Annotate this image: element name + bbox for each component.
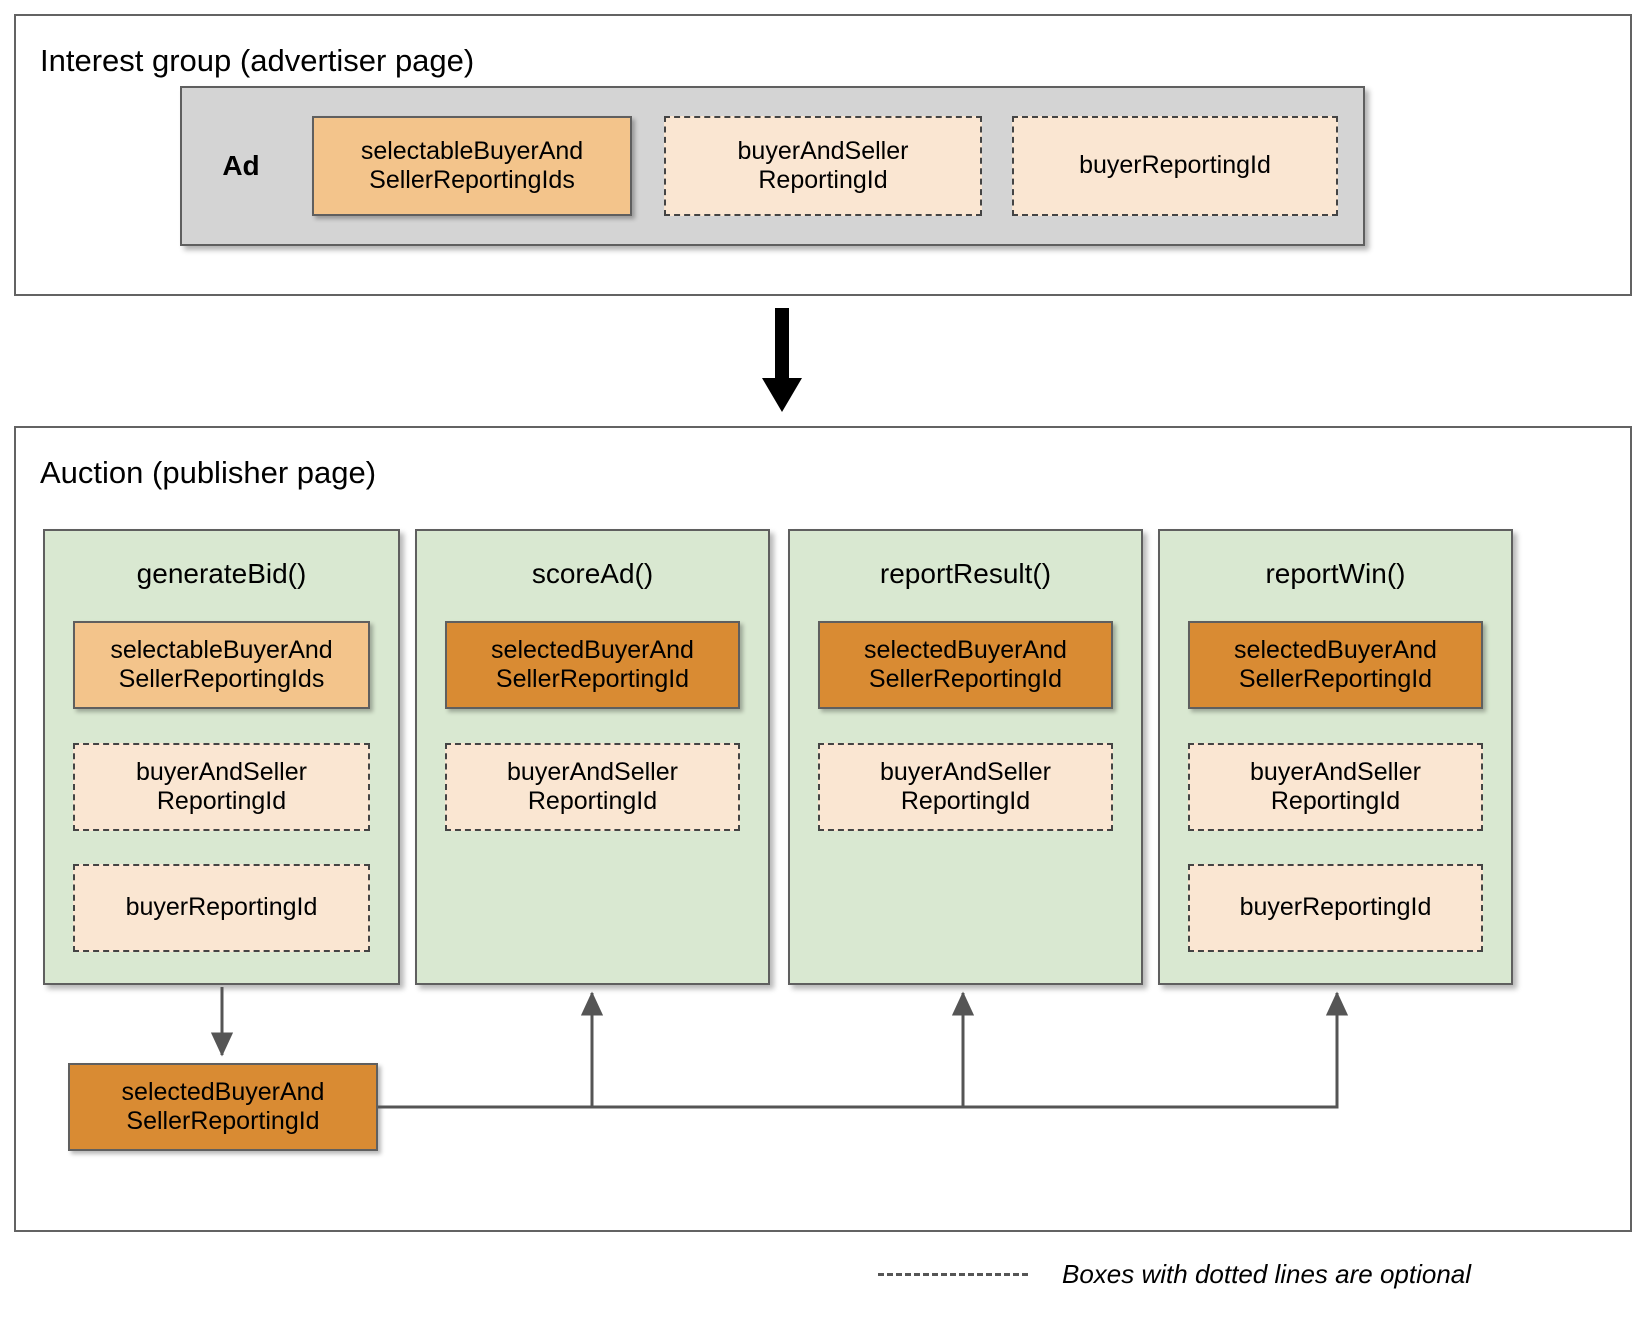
column-title-report-win: reportWin() xyxy=(1265,558,1406,589)
column-title-generate-bid: generateBid() xyxy=(136,558,307,589)
chip-buyer-and-seller-reporting-id: buyerAndSeller ReportingId xyxy=(445,743,740,831)
chip-selectable-buyer-and-seller-reporting-ids: selectableBuyerAnd SellerReportingIds xyxy=(73,621,370,709)
legend: Boxes with dotted lines are optional xyxy=(878,1252,1618,1296)
interest-group-title: Interest group (advertiser page) xyxy=(40,43,475,78)
ad-container: Ad selectableBuyerAnd SellerReportingIds… xyxy=(180,86,1365,246)
auction-column-report-win: reportWin() selectedBuyerAnd SellerRepor… xyxy=(1158,529,1513,985)
chip-buyer-and-seller-reporting-id: buyerAndSeller ReportingId xyxy=(818,743,1113,831)
column-title-score-ad: scoreAd() xyxy=(531,558,654,589)
ad-label: Ad xyxy=(222,150,260,181)
chip-selected-buyer-and-seller-reporting-id: selectedBuyerAnd SellerReportingId xyxy=(445,621,740,709)
ad-chip-buyer-and-seller-reporting-id: buyerAndSeller ReportingId xyxy=(664,116,982,216)
ad-chip-buyer-reporting-id: buyerReportingId xyxy=(1012,116,1338,216)
chip-buyer-reporting-id: buyerReportingId xyxy=(73,864,370,952)
selected-buyer-and-seller-reporting-id-node: selectedBuyerAnd SellerReportingId xyxy=(68,1063,378,1151)
chip-selected-buyer-and-seller-reporting-id: selectedBuyerAnd SellerReportingId xyxy=(818,621,1113,709)
flow-down-arrow-icon xyxy=(762,308,802,412)
chip-buyer-reporting-id: buyerReportingId xyxy=(1188,864,1483,952)
ad-chip-selectable-buyer-and-seller-reporting-ids: selectableBuyerAnd SellerReportingIds xyxy=(312,116,632,216)
legend-label: Boxes with dotted lines are optional xyxy=(1062,1258,1472,1289)
chip-selected-buyer-and-seller-reporting-id: selectedBuyerAnd SellerReportingId xyxy=(1188,621,1483,709)
auction-column-score-ad: scoreAd() selectedBuyerAnd SellerReporti… xyxy=(415,529,770,985)
auction-column-report-result: reportResult() selectedBuyerAnd SellerRe… xyxy=(788,529,1143,985)
column-title-report-result: reportResult() xyxy=(879,558,1052,589)
legend-dashed-line-swatch xyxy=(878,1272,1028,1276)
auction-column-generate-bid: generateBid() selectableBuyerAnd SellerR… xyxy=(43,529,400,985)
chip-buyer-and-seller-reporting-id: buyerAndSeller ReportingId xyxy=(1188,743,1483,831)
auction-title: Auction (publisher page) xyxy=(40,455,377,490)
chip-buyer-and-seller-reporting-id: buyerAndSeller ReportingId xyxy=(73,743,370,831)
